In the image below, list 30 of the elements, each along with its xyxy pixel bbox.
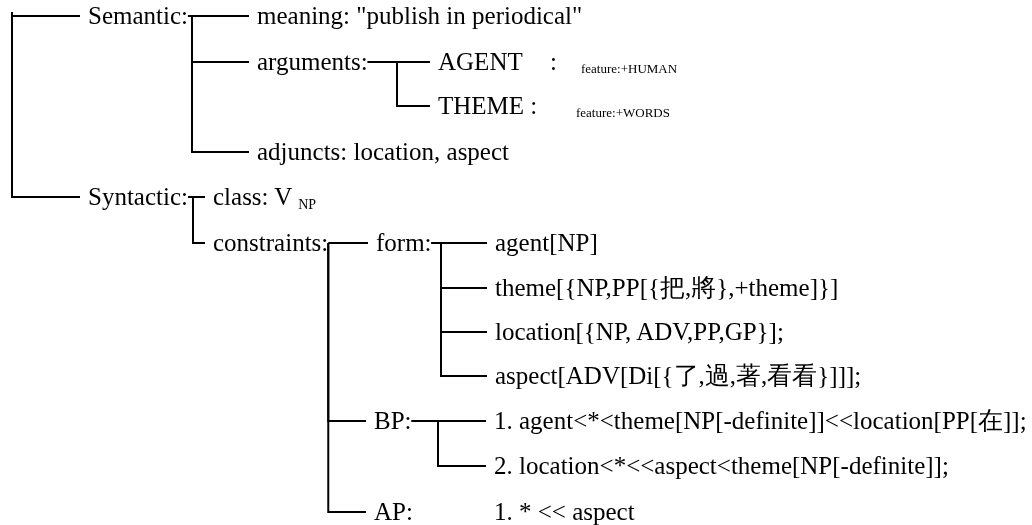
bracket-line xyxy=(366,61,431,107)
bracket-line xyxy=(410,420,487,467)
tree-label: agent[NP] xyxy=(487,230,598,256)
tree-label: form: xyxy=(368,230,432,256)
tree-label: adjuncts: location, aspect xyxy=(249,139,509,165)
tree-label: constraints: xyxy=(205,230,329,256)
tree-label: 1. agent<*<theme[NP[-definite]]<<location[PP[在]]; xyxy=(486,408,1027,434)
bracket-line xyxy=(187,15,250,153)
tree-label: AP: xyxy=(366,499,413,525)
tree-label: THEME : xyxy=(430,93,538,119)
bracket-line xyxy=(327,242,367,513)
tree-label: Syntactic: xyxy=(80,184,188,210)
tree-label: meaning: "publish in periodical" xyxy=(249,3,583,29)
feature-note: feature:+HUMAN xyxy=(581,61,678,77)
bracket-line xyxy=(187,196,206,244)
colon-separator: : xyxy=(550,47,557,77)
tree-label: Semantic: xyxy=(80,3,188,29)
bracket-line xyxy=(430,242,488,377)
tree-label: AGENT xyxy=(430,49,523,75)
tree-label: BP: xyxy=(366,408,412,434)
tree-label: aspect[ADV[Di[{了,過,著,看看}]]]; xyxy=(487,363,862,389)
tree-label: class: V $_{NP}$ xyxy=(205,184,317,210)
tree-label: theme[{NP,PP[{把,將},+theme]}] xyxy=(487,275,839,301)
tree-label: arguments: xyxy=(249,49,368,75)
tree-label: location[{NP, ADV,PP,GP}]; xyxy=(487,319,784,345)
tree-label: 1. * << aspect xyxy=(494,499,635,525)
bracket-line xyxy=(327,242,369,244)
bracket-line xyxy=(11,11,81,198)
tree-label: 2. location<*<<aspect<theme[NP[-definite]]; xyxy=(486,453,949,479)
feature-note: feature:+WORDS xyxy=(576,105,670,121)
